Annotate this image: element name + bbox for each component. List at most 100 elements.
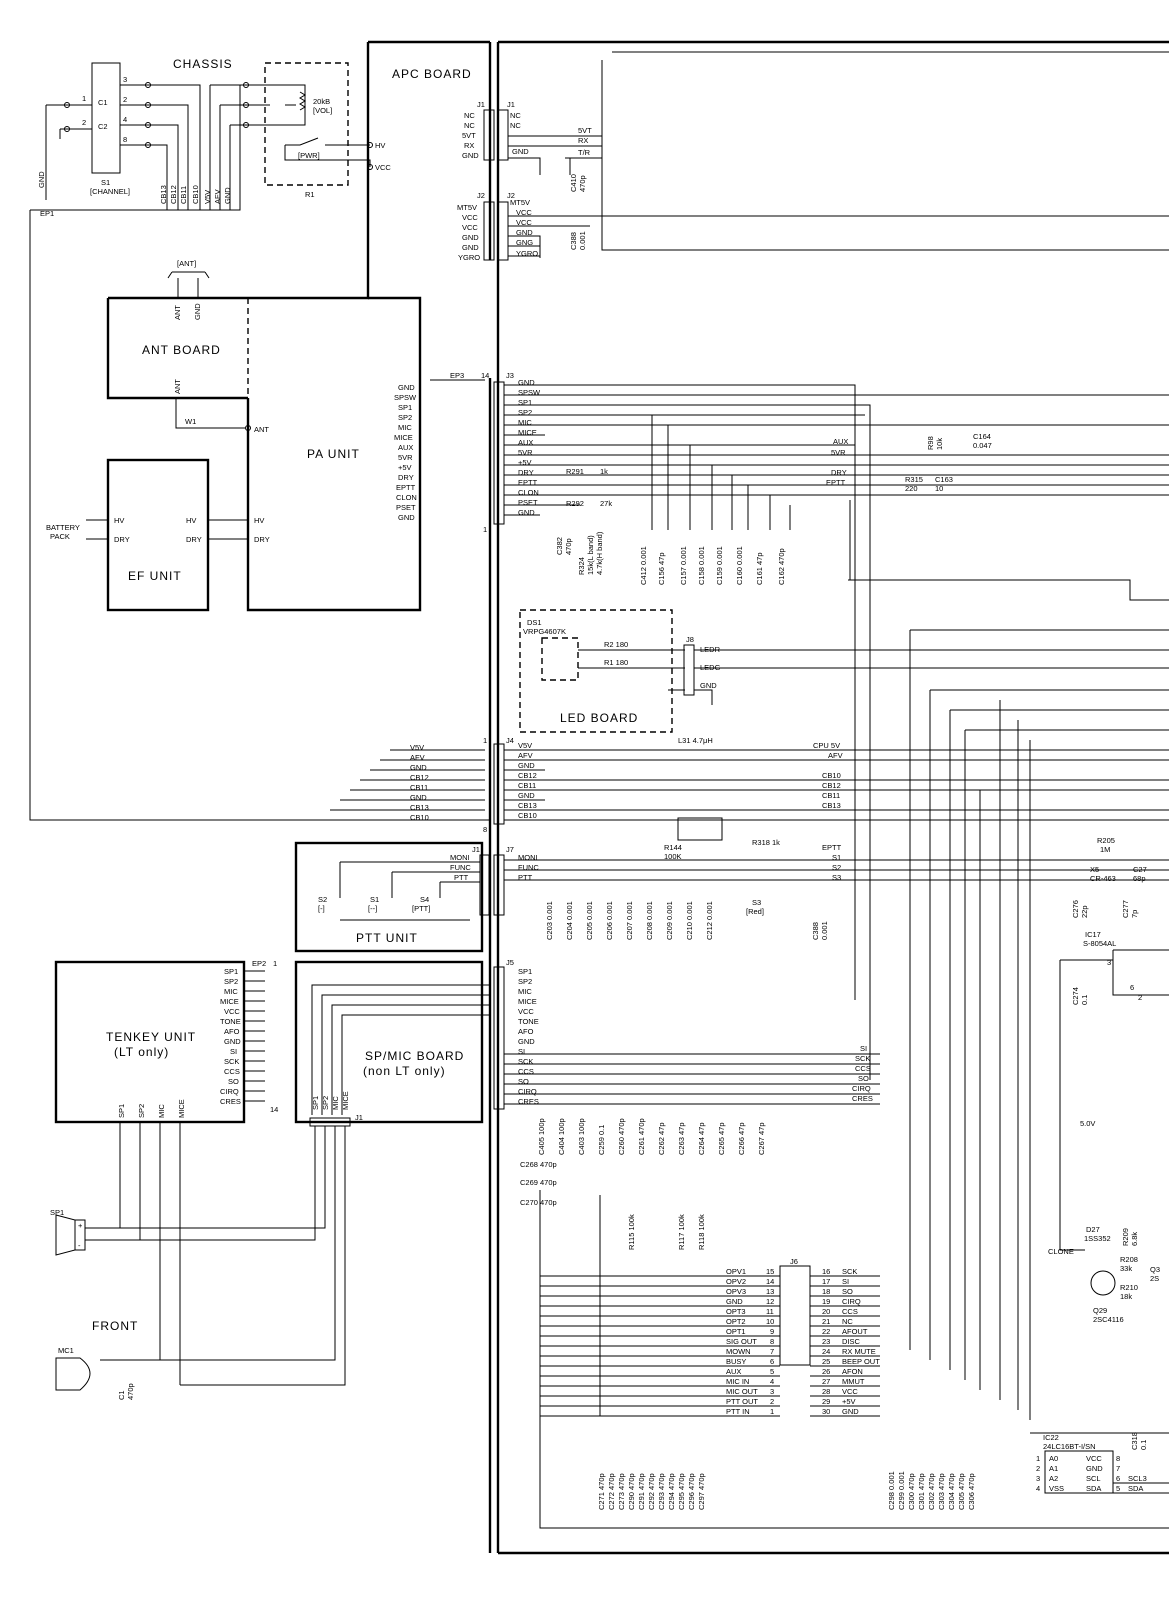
svg-text:IC22: IC22 xyxy=(1043,1433,1059,1442)
svg-text:CB10: CB10 xyxy=(518,811,537,820)
j5-caps: C405 100p C404 100p C403 100p C259 0.1 C… xyxy=(537,1118,766,1155)
svg-text:CIRQ: CIRQ xyxy=(220,1087,239,1096)
svg-text:5VT: 5VT xyxy=(462,131,476,140)
svg-text:SI: SI xyxy=(842,1277,849,1286)
svg-text:MICE: MICE xyxy=(177,1099,186,1118)
svg-text:24LC16BT-I/SN: 24LC16BT-I/SN xyxy=(1043,1442,1096,1451)
svg-text:C299 0.001: C299 0.001 xyxy=(897,1471,906,1510)
svg-text:C260 470p: C260 470p xyxy=(617,1118,626,1155)
svg-text:ANT: ANT xyxy=(173,305,182,320)
svg-text:SIG OUT: SIG OUT xyxy=(726,1337,757,1346)
svg-text:R98: R98 xyxy=(926,436,935,450)
svg-text:+: + xyxy=(78,1221,83,1230)
svg-text:YGRO: YGRO xyxy=(516,249,538,258)
tenkey-unit: TENKEY UNIT (LT only) EP2 1 14 SP1 SP2 M… xyxy=(54,959,278,1385)
svg-text:2SC4116: 2SC4116 xyxy=(1093,1315,1124,1324)
svg-text:C210 0.001: C210 0.001 xyxy=(685,901,694,940)
svg-text:J1: J1 xyxy=(507,100,515,109)
svg-text:RX: RX xyxy=(578,136,588,145)
svg-text:GND: GND xyxy=(518,761,535,770)
svg-text:R292: R292 xyxy=(566,499,584,508)
ptt-title: PTT UNIT xyxy=(356,931,418,945)
svg-text:C302 470p: C302 470p xyxy=(927,1473,936,1510)
svg-text:R144: R144 xyxy=(664,843,682,852)
svg-text:[PTT]: [PTT] xyxy=(412,904,430,913)
svg-text:AFO: AFO xyxy=(518,1027,534,1036)
svg-text:2: 2 xyxy=(82,118,86,127)
svg-text:MIC: MIC xyxy=(157,1104,166,1118)
svg-text:GND: GND xyxy=(1086,1464,1103,1473)
svg-text:SP2: SP2 xyxy=(398,413,412,422)
svg-text:OPV3: OPV3 xyxy=(726,1287,746,1296)
svg-text:AFON: AFON xyxy=(842,1367,863,1376)
svg-text:R2 180: R2 180 xyxy=(604,640,628,649)
svg-text:C2: C2 xyxy=(98,122,108,131)
svg-text:RX: RX xyxy=(464,141,474,150)
svg-text:VSS: VSS xyxy=(1049,1484,1064,1493)
svg-text:C318: C318 xyxy=(1130,1432,1139,1450)
apc-title: APC BOARD xyxy=(392,67,472,81)
svg-text:R324: R324 xyxy=(577,557,586,575)
svg-text:VCC: VCC xyxy=(518,1007,534,1016)
svg-text:TONE: TONE xyxy=(518,1017,539,1026)
svg-text:C296 470p: C296 470p xyxy=(687,1473,696,1510)
svg-text:J7: J7 xyxy=(506,845,514,854)
svg-text:SCL: SCL xyxy=(1086,1474,1101,1483)
svg-text:VCC: VCC xyxy=(462,213,478,222)
svg-text:220: 220 xyxy=(905,484,918,493)
svg-text:VCC: VCC xyxy=(224,1007,240,1016)
spmic-subtitle: (non LT only) xyxy=(363,1064,446,1078)
svg-text:SP2: SP2 xyxy=(518,408,532,417)
svg-text:VCC: VCC xyxy=(516,218,532,227)
svg-text:8: 8 xyxy=(123,135,127,144)
svg-text:30: 30 xyxy=(822,1407,830,1416)
svg-text:BEEP OUT: BEEP OUT xyxy=(842,1357,880,1366)
svg-text:C410: C410 xyxy=(569,174,578,192)
front-label: FRONT xyxy=(92,1319,138,1333)
svg-text:26: 26 xyxy=(822,1367,830,1376)
svg-text:3: 3 xyxy=(1107,958,1111,967)
svg-text:DRY: DRY xyxy=(831,468,847,477)
svg-text:GND: GND xyxy=(398,383,415,392)
tenkey-title: TENKEY UNIT xyxy=(106,1030,196,1044)
svg-text:AFV: AFV xyxy=(518,751,533,760)
svg-text:C298 0.001: C298 0.001 xyxy=(887,1471,896,1510)
svg-text:14: 14 xyxy=(270,1105,278,1114)
svg-text:DS1: DS1 xyxy=(527,618,542,627)
svg-text:S2: S2 xyxy=(832,863,841,872)
svg-text:DRY: DRY xyxy=(186,535,202,544)
svg-text:[--]: [--] xyxy=(368,904,377,913)
svg-text:MIC: MIC xyxy=(331,1096,340,1110)
svg-text:MMUT: MMUT xyxy=(842,1377,865,1386)
svg-text:0.1: 0.1 xyxy=(1139,1440,1148,1450)
svg-text:GND: GND xyxy=(700,681,717,690)
svg-text:V5V: V5V xyxy=(518,741,532,750)
svg-text:L31 4.7μH: L31 4.7μH xyxy=(678,736,713,745)
svg-text:J2: J2 xyxy=(507,191,515,200)
svg-text:C297 470p: C297 470p xyxy=(697,1473,706,1510)
svg-text:GND: GND xyxy=(410,763,427,772)
svg-text:MC1: MC1 xyxy=(58,1346,74,1355)
svg-text:6.8k: 6.8k xyxy=(1130,1232,1139,1246)
svg-text:10: 10 xyxy=(935,484,943,493)
svg-text:D27: D27 xyxy=(1086,1225,1100,1234)
apc-j2-pins: MT5V VCC VCC GND GND YGRO MT5V VCC VCC G… xyxy=(457,198,538,262)
svg-text:SI: SI xyxy=(230,1047,237,1056)
svg-text:MT5V: MT5V xyxy=(457,203,477,212)
svg-text:SP1: SP1 xyxy=(518,967,532,976)
svg-text:CCS: CCS xyxy=(842,1307,858,1316)
j6-connector: C268 470p C269 470p C270 470p R115 100k … xyxy=(520,1160,1169,1529)
svg-text:MIC: MIC xyxy=(224,987,238,996)
channel-switch-s1 xyxy=(91,62,121,174)
chassis-title: CHASSIS xyxy=(173,57,233,71)
svg-text:IC17: IC17 xyxy=(1085,930,1101,939)
svg-text:12: 12 xyxy=(766,1297,774,1306)
svg-text:9: 9 xyxy=(770,1327,774,1336)
j4-left-pins: V5V AFV GND CB12 CB11 GND CB13 CB10 xyxy=(410,743,429,822)
svg-text:CRES: CRES xyxy=(852,1094,873,1103)
svg-text:GND: GND xyxy=(37,171,46,188)
svg-text:5: 5 xyxy=(1116,1484,1120,1493)
svg-text:C156 47p: C156 47p xyxy=(657,552,666,585)
svg-text:18k: 18k xyxy=(1120,1292,1132,1301)
svg-text:C163: C163 xyxy=(935,475,953,484)
